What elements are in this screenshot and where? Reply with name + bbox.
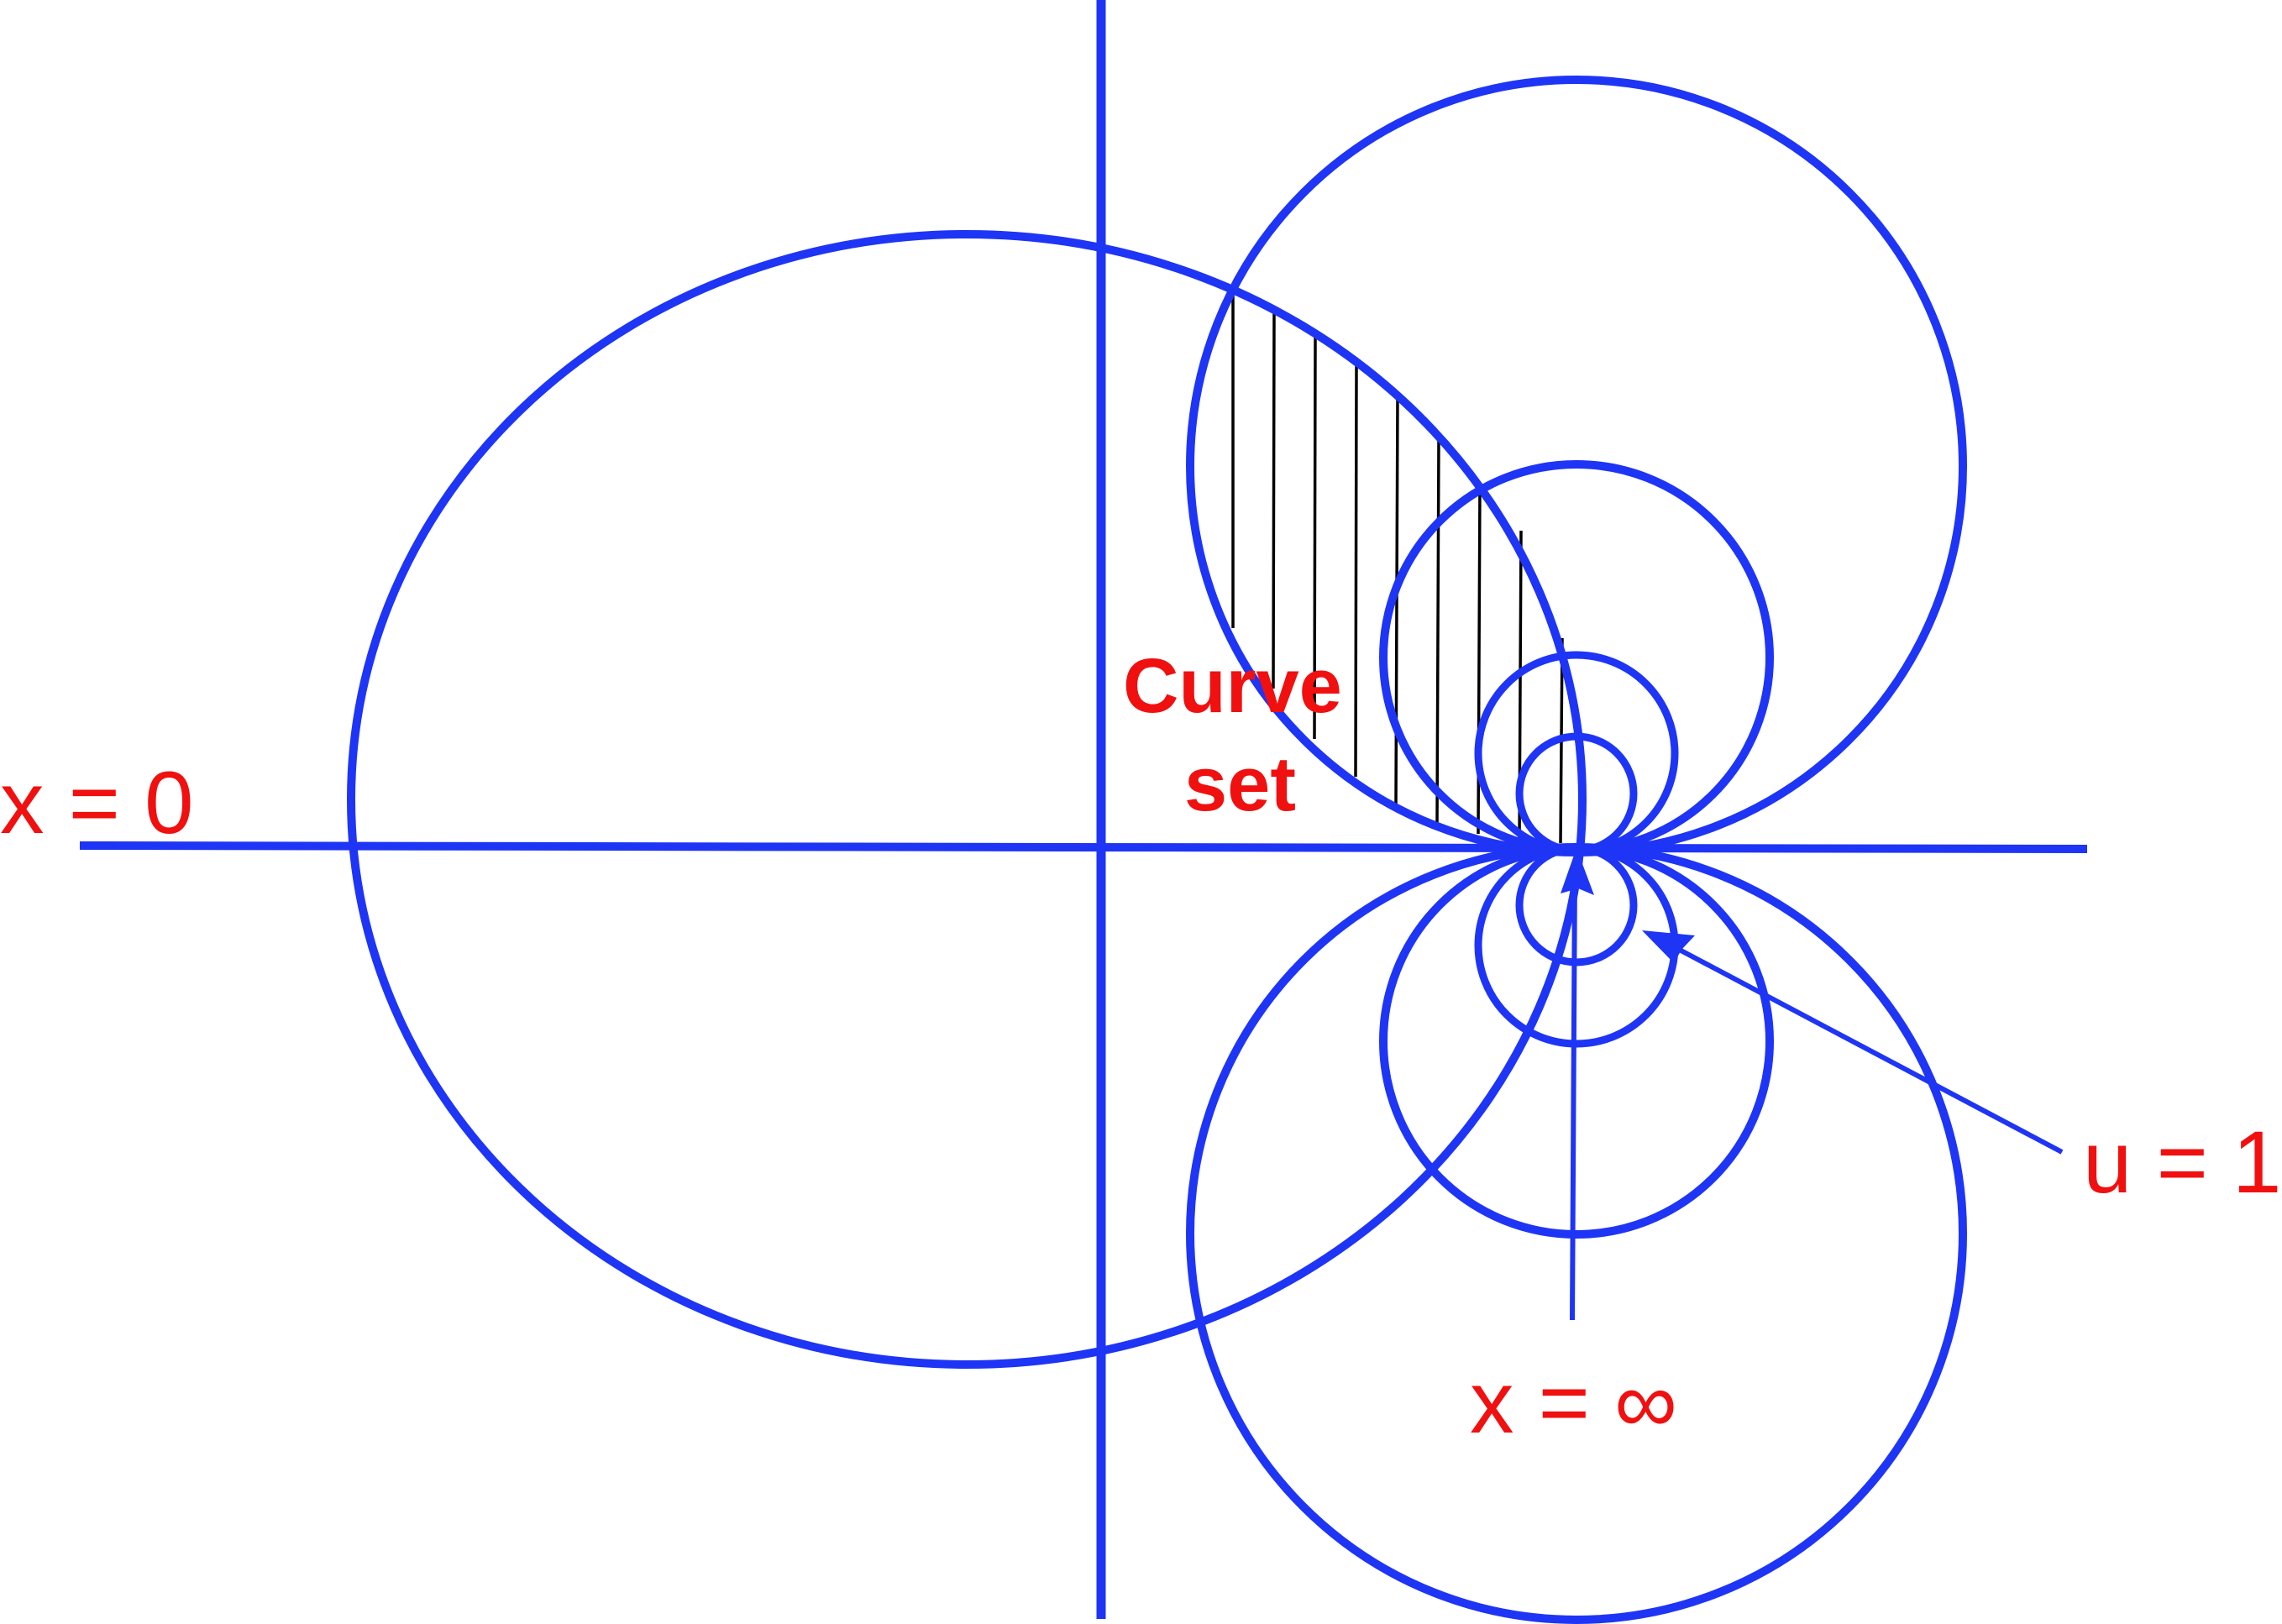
curve-set-label-line1: Curve [1123, 643, 1342, 729]
x-infinity-arrowhead [1561, 848, 1594, 895]
curve-set-label-line2: set [1184, 741, 1296, 827]
hatch-line [1435, 436, 1440, 824]
x-zero-label: x = 0 [0, 754, 194, 852]
horizontal-axis [79, 841, 2088, 853]
hatch-line [1272, 312, 1276, 689]
u-one-label: u = 1 [2083, 1113, 2281, 1212]
x-infinity-pointer-line [1570, 871, 1577, 1321]
x-infinity-label: x = ∞ [1470, 1354, 1677, 1452]
hatch-line [1313, 337, 1317, 740]
u-one-arrowhead [1642, 930, 1695, 963]
large-ellipse [347, 230, 1587, 1369]
u-one-pointer-line [1671, 944, 2064, 1155]
curve-set-hatching [1231, 292, 1564, 844]
